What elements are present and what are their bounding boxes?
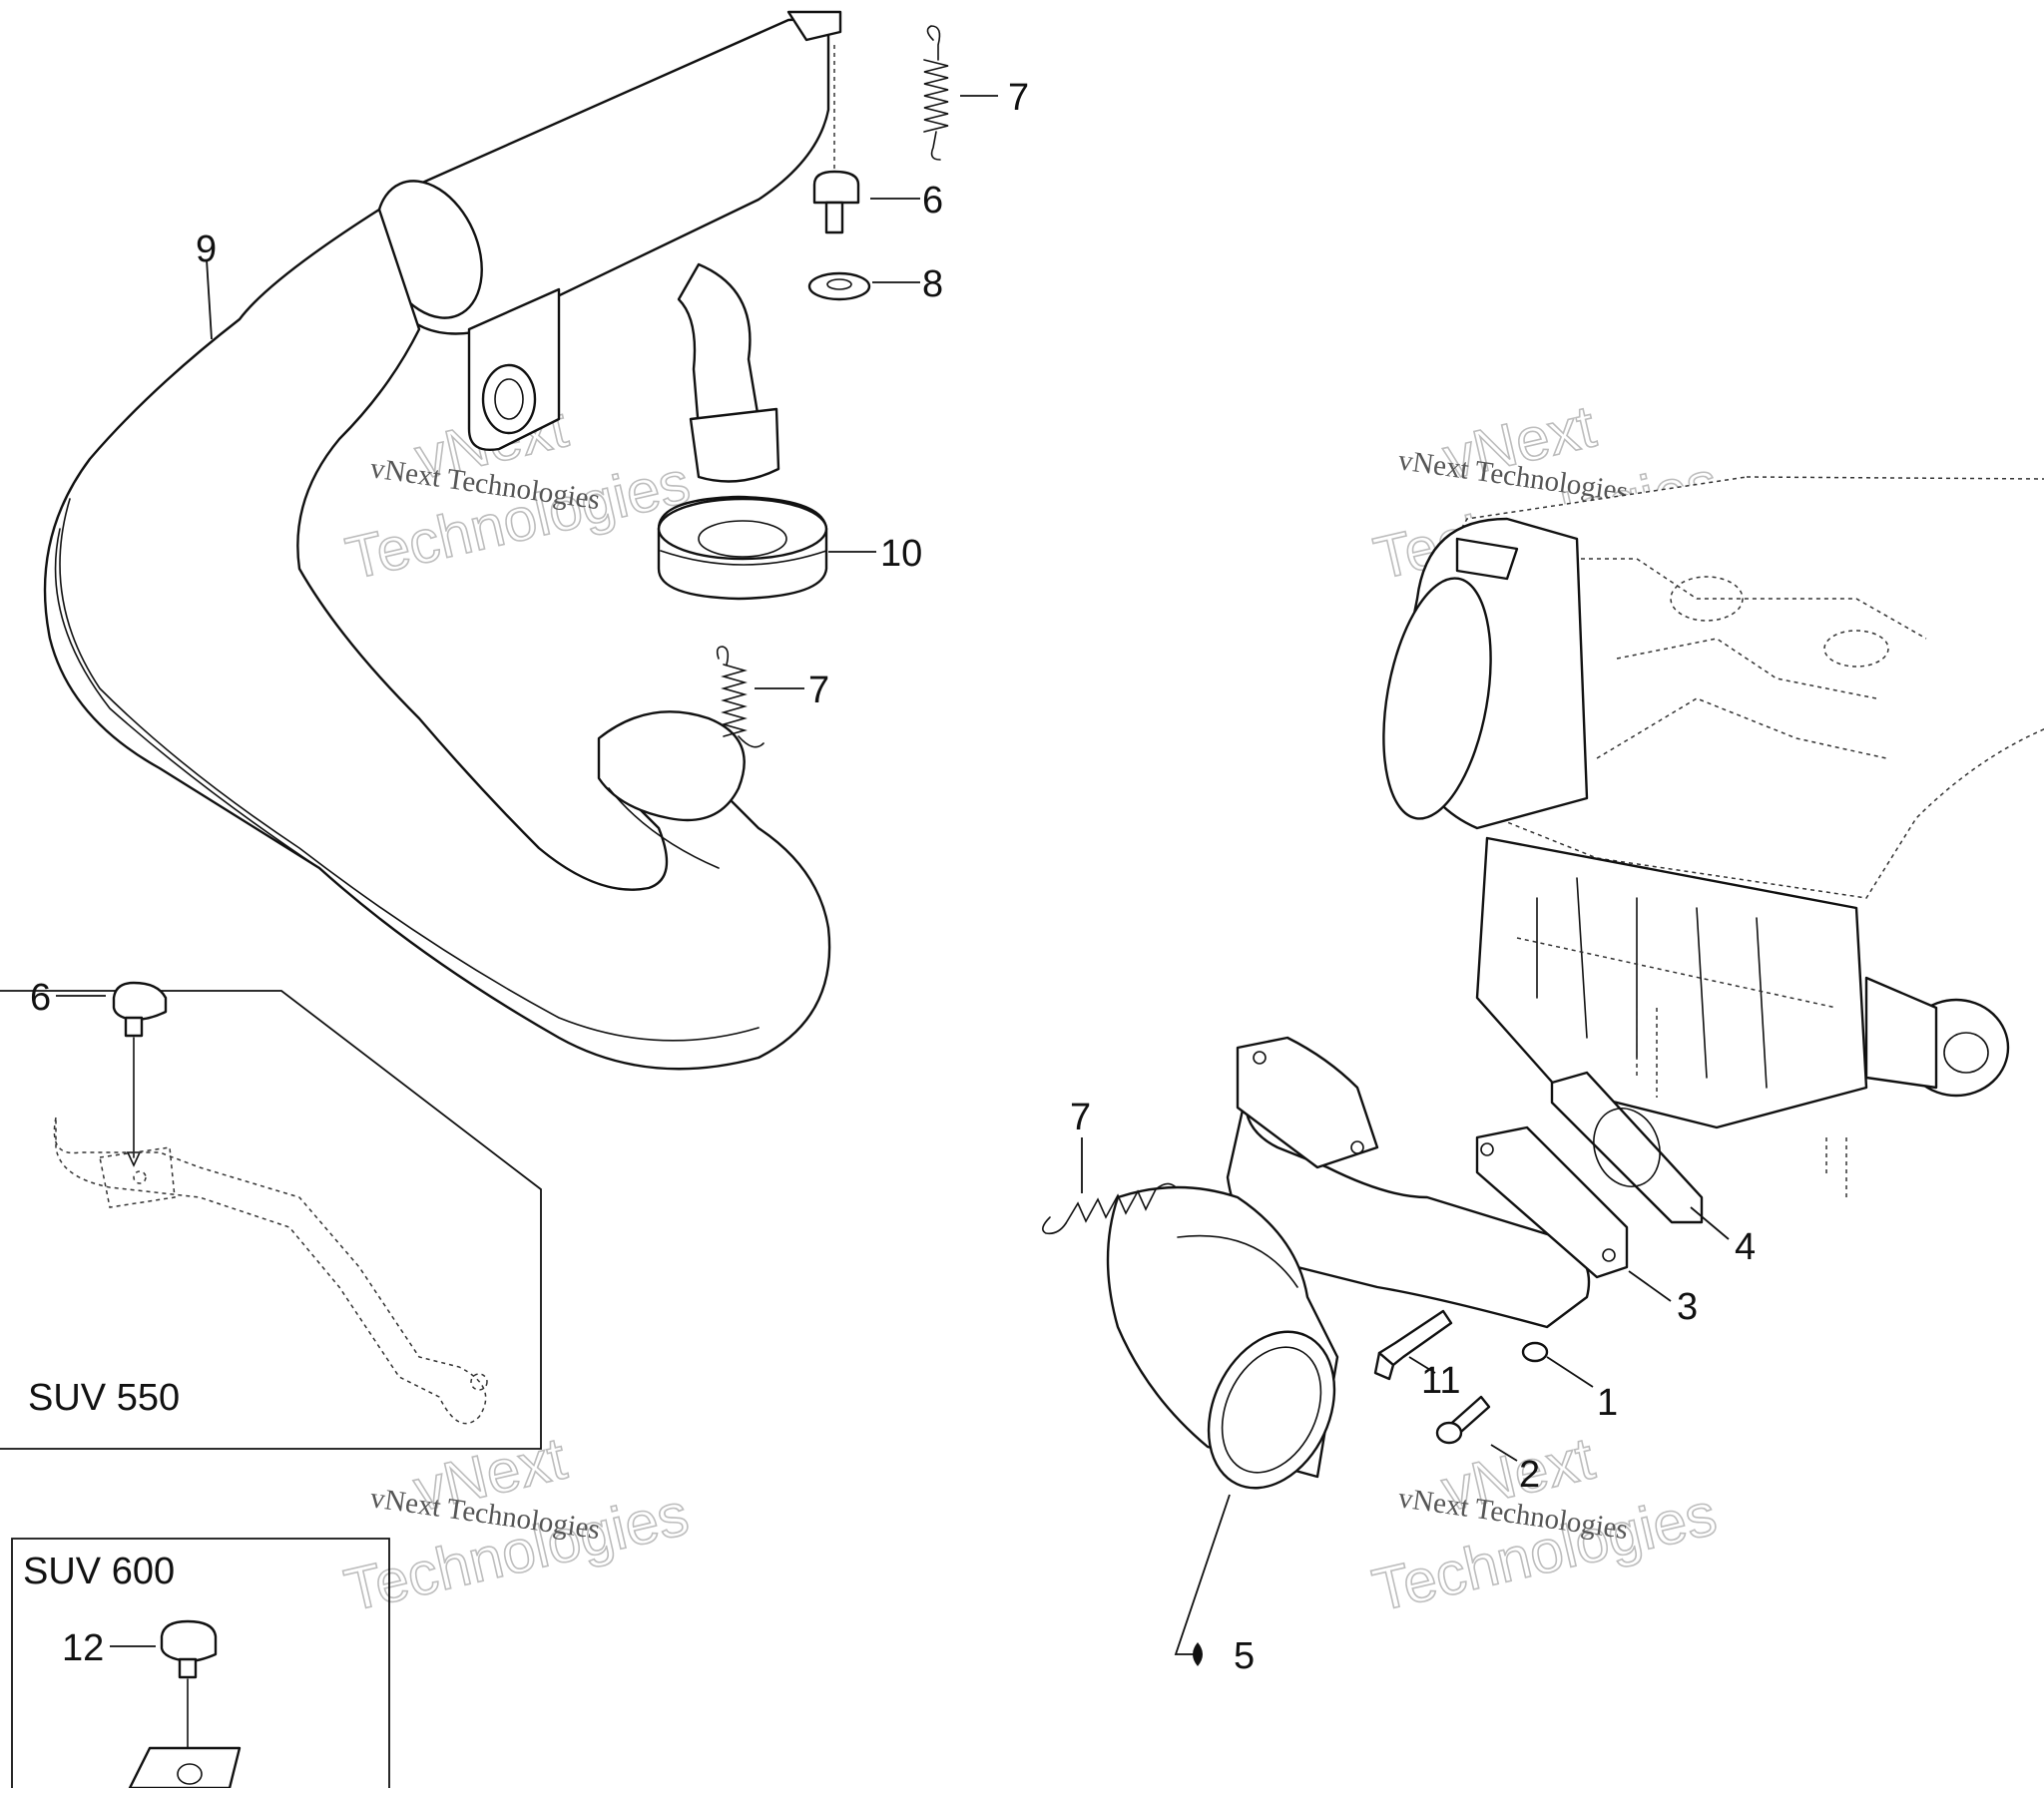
exhaust-manifold xyxy=(1106,1036,1629,1490)
callout-6-top: 6 xyxy=(922,180,943,222)
callout-3: 3 xyxy=(1677,1286,1698,1328)
leader-lines xyxy=(56,95,1730,1666)
exhaust-pipe xyxy=(43,208,831,1071)
muffler xyxy=(375,10,842,483)
spring-7c xyxy=(1042,1182,1177,1235)
drop-icon xyxy=(1193,1642,1203,1666)
spring-7a xyxy=(923,25,949,161)
callout-4: 4 xyxy=(1735,1226,1756,1268)
inset-suv600: SUV 600 xyxy=(11,1538,390,1790)
bolt-12 xyxy=(160,1619,218,1679)
callout-6-inset: 6 xyxy=(30,977,51,1019)
callout-12: 12 xyxy=(62,1627,104,1669)
callout-7-mid: 7 xyxy=(808,670,829,711)
screw-2 xyxy=(1435,1395,1491,1445)
callout-7-bottom: 7 xyxy=(1070,1097,1091,1138)
callout-11: 11 xyxy=(1421,1360,1460,1402)
spring-7b xyxy=(716,646,765,748)
inset-label-suv600: SUV 600 xyxy=(23,1551,175,1592)
callout-9: 9 xyxy=(196,228,217,270)
callout-numbers: 7 6 8 9 10 7 6 7 4 3 11 1 2 5 12 xyxy=(30,77,1756,1677)
bolt-6a xyxy=(812,170,860,234)
callout-7-top: 7 xyxy=(1008,77,1029,119)
gasket-4 xyxy=(1550,1071,1704,1224)
inset-label-suv550: SUV 550 xyxy=(28,1377,180,1419)
grommet-10 xyxy=(657,495,828,601)
inset-suv550: SUV 550 xyxy=(0,981,542,1450)
callout-5: 5 xyxy=(1234,1635,1255,1677)
bolt-6b xyxy=(112,981,168,1038)
engine-assembly xyxy=(1382,476,2044,1197)
callout-8: 8 xyxy=(922,263,943,305)
callout-10: 10 xyxy=(880,533,922,575)
callout-2: 2 xyxy=(1519,1454,1540,1496)
washer-1 xyxy=(1521,1341,1549,1363)
callout-1: 1 xyxy=(1597,1382,1618,1424)
washer-8 xyxy=(807,271,871,301)
bolt-11 xyxy=(1373,1309,1453,1381)
